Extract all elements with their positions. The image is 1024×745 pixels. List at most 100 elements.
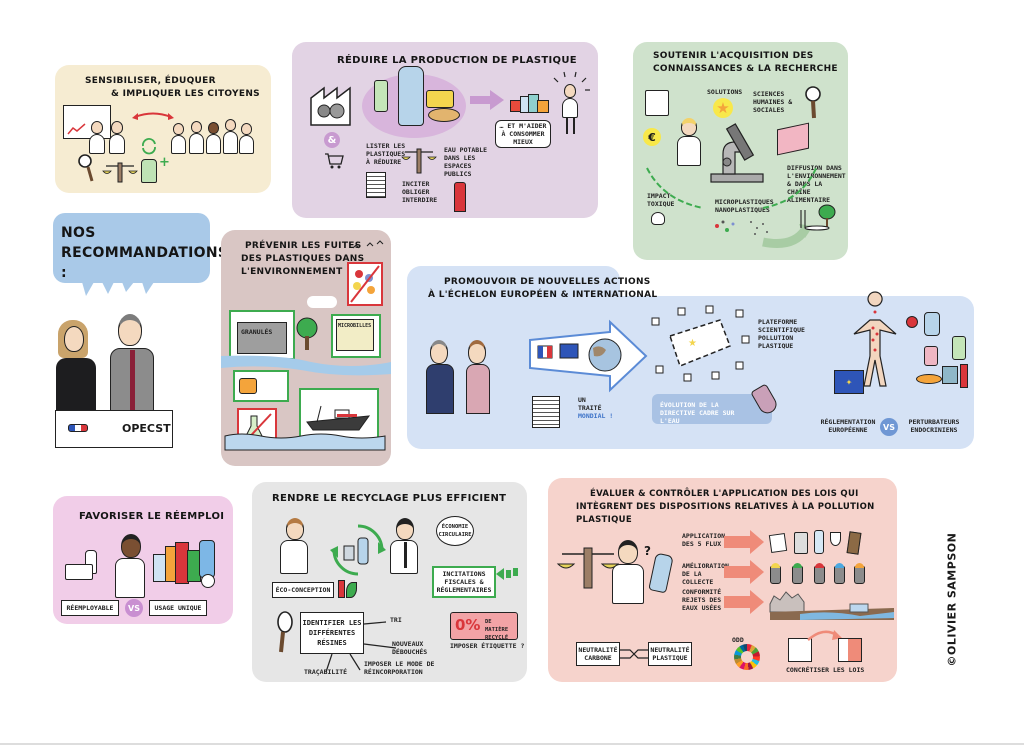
bins-icons [770,562,880,588]
scales-icon [556,547,620,589]
car-tyre-box [233,370,289,402]
panel-reemploi: Favoriser le réemploi Réemployable VS Us… [53,496,233,624]
label-reglementation: Réglementation européenne [820,418,876,434]
panel-recherche: Soutenir l'acquisition des connaissances… [633,42,848,260]
label-lister: Lister les plastiques à réduire [366,142,406,166]
panel-recyclage: Rendre le recyclage plus efficient Écono… [252,482,527,682]
microscope-icon [710,123,764,183]
single-use-items-icon [153,536,221,590]
products-cluster [906,312,970,392]
white-cube-icon [788,638,812,662]
label-identifier-resines: Identifier les différentes résines [300,612,364,654]
svg-text:★: ★ [688,338,697,349]
green-arrows-icon [496,568,518,580]
french-flag-icon [68,424,88,432]
label-incitations: Incitations fiscales & réglementaires [432,566,496,598]
water-fountain-icon [454,182,466,212]
reusable-containers-icon [65,550,99,580]
food-box-icon [426,90,454,108]
opecst-desk: OPECST [55,410,173,448]
panel-promouvoir-tab [407,266,620,326]
label-row1: Application des 5 flux [682,532,726,548]
wastewater-landscape-icon [769,591,894,620]
plus-icon: + [159,155,170,170]
waste-streams-icons [768,530,880,555]
bottle-icon [141,159,157,183]
big-bottle-icon [398,66,424,126]
label-sciences: Sciences humaines & sociales [753,90,793,114]
label-perturbateurs: Perturbateurs endocriniens [908,418,960,434]
bread-icon [428,108,460,122]
pencil-icon [338,580,345,598]
panel-evaluer: Évaluer & contrôler l'application des lo… [548,478,897,682]
percent-value: 0% [455,616,481,634]
speech-bubble-economie: Économie circulaire [436,516,474,546]
cloud-icon [307,296,337,308]
treaty-document-icon [532,396,560,428]
recycle-icon [142,138,156,155]
speech-bubble: … et m'aider à consommer mieux [495,120,551,148]
panel-sensibiliser: Sensibiliser, éduquer & impliquer les ci… [55,65,271,193]
recycled-content-box: 0% de matière recyclé [450,612,518,641]
factory-icon [310,86,351,126]
question-mark-icon: ? [644,544,651,558]
balloons-icon [350,265,380,303]
label-tracabilite: Traçabilité [304,668,348,676]
sea-line [224,433,386,451]
spray-bottle-icon [374,80,388,112]
label-microbilles: Microbilles [338,323,372,329]
label-eau-potable: Eau potable dans les espaces publics [444,146,488,178]
big-arrow-flags [529,319,648,393]
label-row2: Amélioration de la collecte [682,562,729,586]
label-row3: Conformité rejets des eaux usées [682,588,722,612]
shopping-cart-icon [325,153,344,169]
label-odd: ODD [732,636,744,644]
label-impact: Impact toxique [647,192,675,208]
birds-icon [352,240,384,249]
credit-signature: ©Olivier Sampson [945,532,959,667]
ampersand-badge: & [324,132,340,148]
label-debouches: Nouveaux débouchés [392,640,428,656]
panel-title: Sensibiliser, éduquer & impliquer les ci… [85,76,260,99]
label-neutralite-carbone: Neutralité carbone [576,642,620,666]
recycling-loop-icon [330,524,386,576]
food-chain-icon [800,204,836,231]
star-icon: ★ [713,98,733,118]
trend-chart-icon [67,123,86,135]
panel-title: Évaluer & contrôler l'application des lo… [576,489,875,525]
leaf-icon [346,582,357,598]
panel-title: Soutenir l'acquisition des connaissances… [653,51,838,74]
label-plateforme: Plateforme scientifique pollution plasti… [758,318,805,350]
microbilles-box: Microbilles [331,314,381,358]
label-imposer-mode: Imposer le mode de réincorporation [364,660,435,676]
label-directive: Évolution de la directive cadre sur l'ea… [660,401,735,425]
recommandations-title: Nos recommandations : [61,225,229,281]
cycle-arc [646,165,818,248]
panel-reduire: Réduire la production de plastique … et … [292,42,598,218]
sdg-wheel-icon [734,644,760,670]
microplastic-particles-icon [715,220,768,235]
no-balloons-sign [347,262,383,306]
magnifier-icon [805,86,821,119]
panel-prevenir: Prévenir les fuites des plastiques dans … [221,230,391,466]
fishing-boat-icon [306,405,371,431]
label-matiere: de matière recyclé [485,619,509,641]
double-arrow-icon [132,112,174,120]
scales-icon [401,148,437,174]
panel-title: Rendre le recyclage plus efficient [272,493,507,504]
vs-badge: VS [880,418,898,436]
scientific-network: ★ [651,305,750,382]
desk-label: OPECST [122,422,171,435]
connector-icon [620,649,648,659]
label-usage-unique: Usage unique [149,600,207,616]
panel-title: Réduire la production de plastique [337,55,577,66]
document-icon [366,172,386,198]
tree-icon [296,317,318,350]
panel-title: Favoriser le réemploi [79,511,225,522]
granules-factory-box: Granulés [229,310,295,360]
skull-icon [651,212,665,225]
label-microplastiques: Microplastiques nanoplastiques [715,198,774,214]
recommandations-bubble: Nos recommandations : [53,213,228,283]
bottom-divider [0,743,1024,745]
scales-icon [102,162,138,183]
